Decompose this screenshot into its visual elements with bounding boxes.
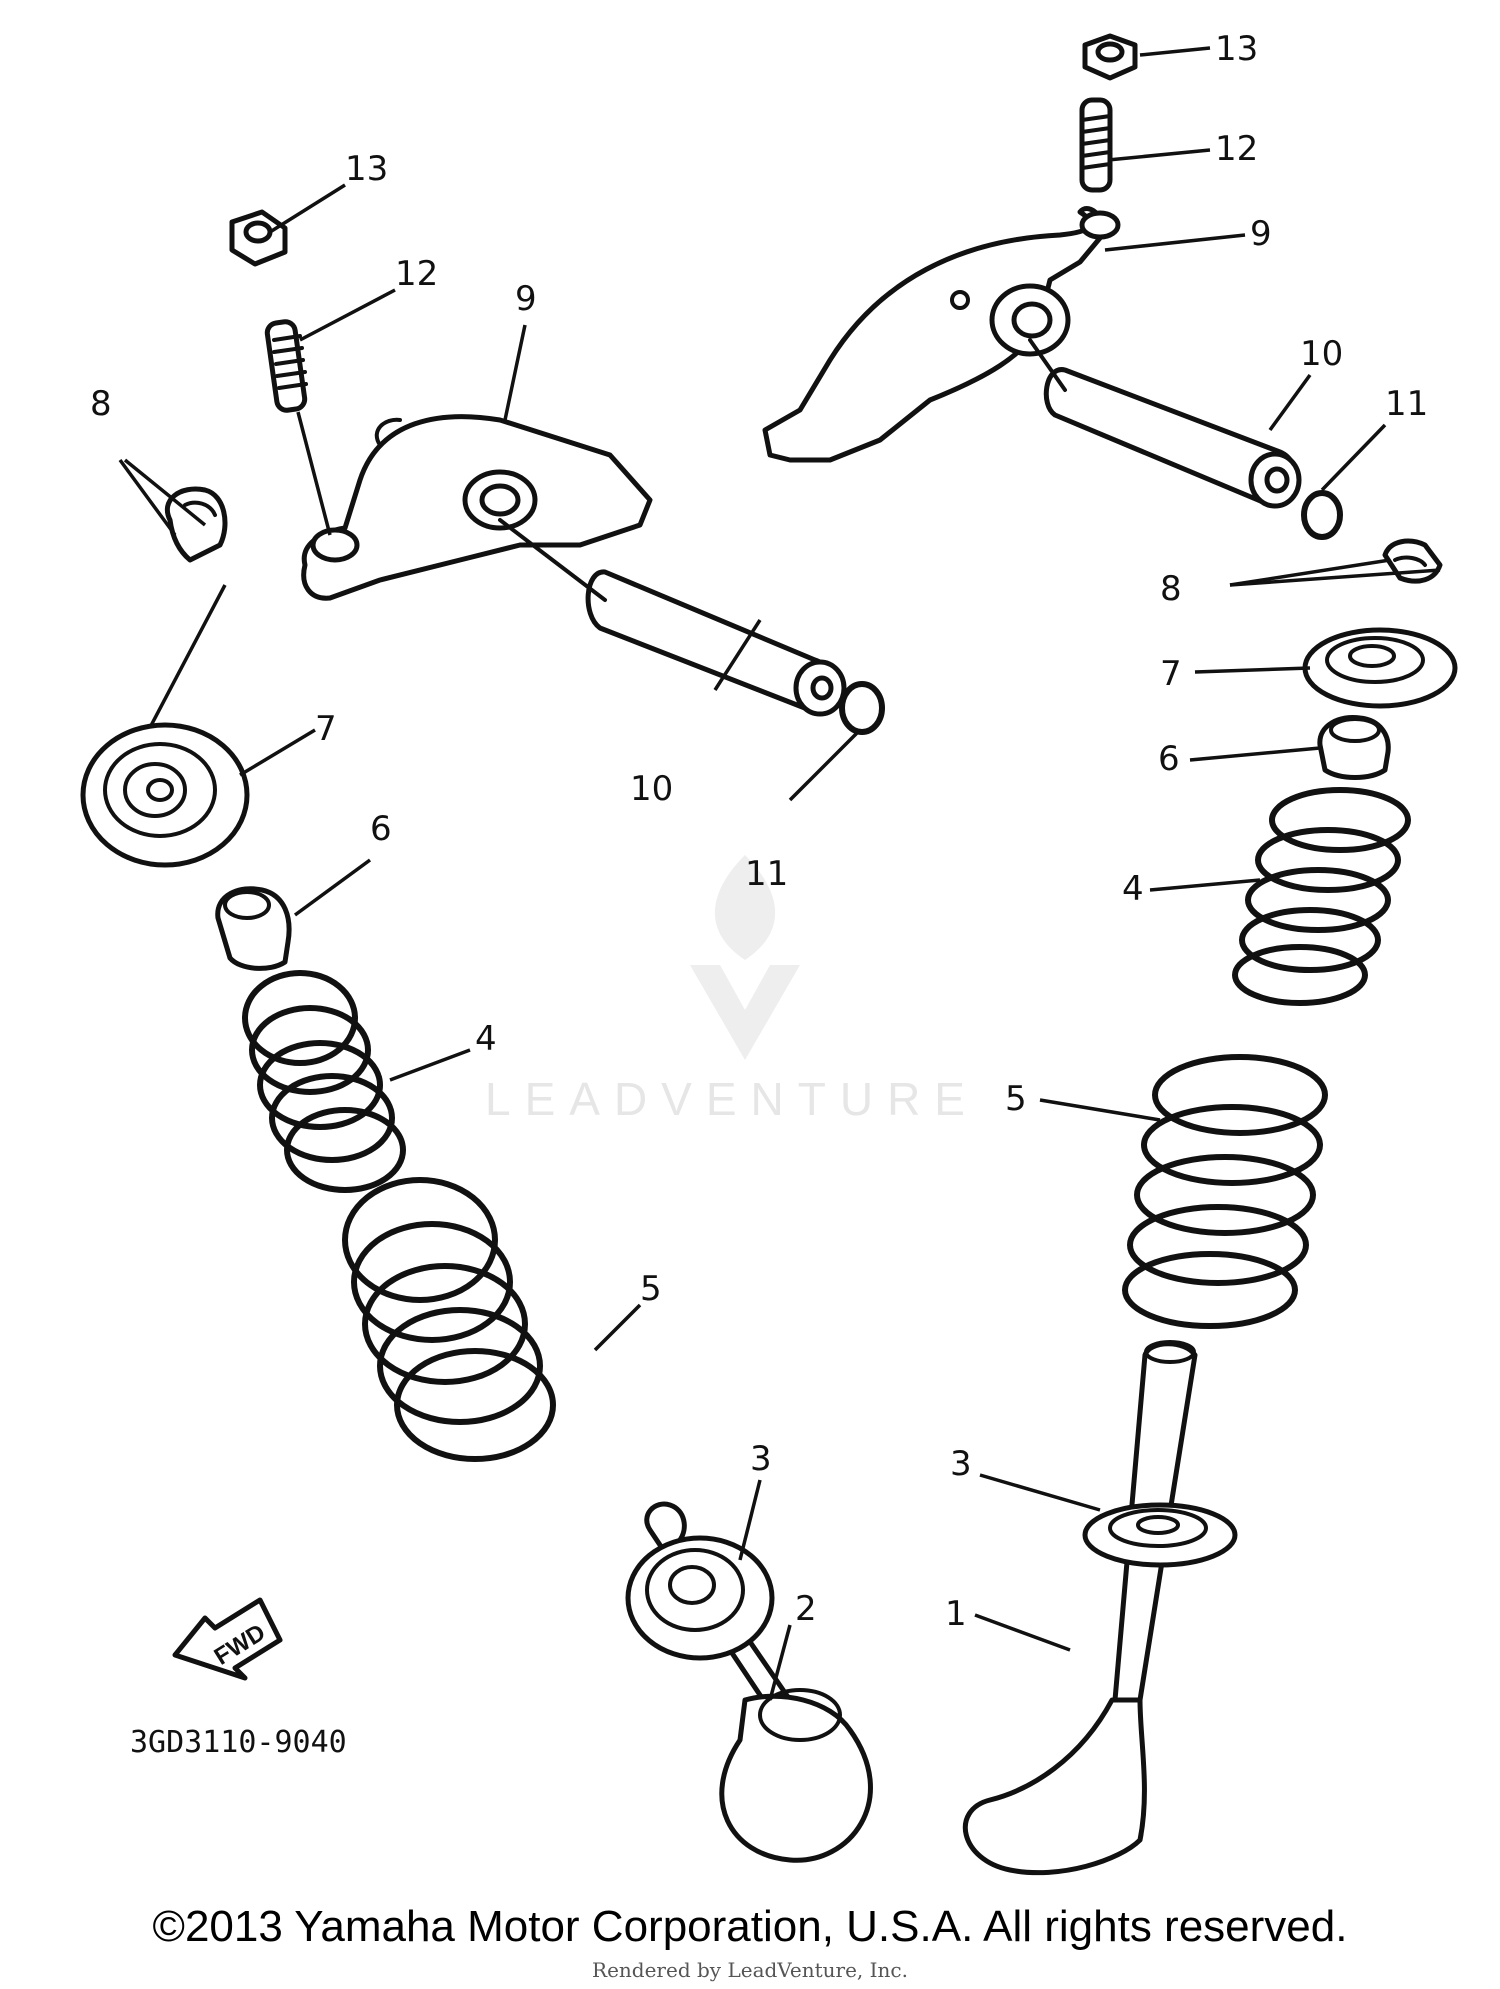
callout-9-right: 9	[1250, 214, 1272, 254]
right-spring-retainer	[1302, 627, 1458, 709]
right-rocker-shaft	[1043, 367, 1302, 509]
right-inner-spring	[1232, 787, 1411, 1006]
watermark-text: LEADVENTURE	[485, 1073, 979, 1125]
left-valve-spring-seat	[625, 1535, 775, 1661]
leadventure-watermark: LEADVENTURE	[485, 855, 979, 1125]
right-shaft-centerline	[1028, 338, 1067, 392]
right-rocker-arm	[762, 206, 1121, 463]
callout-6-right: 6	[1158, 739, 1180, 779]
callout-4-left: 4	[475, 1019, 497, 1059]
callout-4-right: 4	[1122, 869, 1144, 909]
diagram-code: 3GD3110-9040	[130, 1725, 347, 1760]
callout-7-left: 7	[315, 709, 337, 749]
callout-11-left: 11	[745, 854, 788, 894]
right-adjusting-screw	[1079, 97, 1113, 193]
right-valve-cotters	[1382, 538, 1443, 584]
left-spring-retainer	[80, 722, 250, 868]
callout-1: 1	[945, 1594, 967, 1634]
left-lock-nut	[229, 209, 288, 267]
right-valve-spring-seat	[1082, 1502, 1238, 1568]
left-rocker-shaft	[585, 569, 847, 717]
left-shaft-centerline	[498, 518, 607, 602]
callout-8-right: 8	[1160, 569, 1182, 609]
right-valve-stem-seal	[1317, 714, 1391, 780]
callout-10-left: 10	[630, 769, 673, 809]
left-screw-axis	[296, 411, 332, 536]
rendered-by-notice: Rendered by LeadVenture, Inc.	[592, 1958, 908, 1982]
callout-12-right: 12	[1215, 129, 1258, 169]
callout-2: 2	[795, 1589, 817, 1629]
callout-13-right: 13	[1215, 29, 1258, 69]
left-adjusting-screw	[264, 319, 308, 413]
callout-9-left: 9	[515, 279, 537, 319]
callout-7-right: 7	[1160, 654, 1182, 694]
right-outer-spring	[1122, 1054, 1328, 1329]
callout-5-right: 5	[1005, 1079, 1027, 1119]
right-exhaust-valve	[962, 1340, 1198, 1876]
fwd-arrow-icon: FWD	[172, 1597, 283, 1681]
left-o-ring	[839, 681, 885, 735]
callout-11-right: 11	[1385, 384, 1428, 424]
callout-12-left: 12	[395, 254, 438, 294]
callout-3-left: 3	[750, 1439, 772, 1479]
callout-3-right: 3	[950, 1444, 972, 1484]
callout-8-left: 8	[90, 384, 112, 424]
callout-leaders	[118, 46, 1441, 1701]
callout-13-left: 13	[345, 149, 388, 189]
left-outer-spring	[342, 1177, 556, 1462]
callout-6-left: 6	[370, 809, 392, 849]
left-inner-spring	[242, 970, 406, 1193]
callout-labels: 13 12 9 10 11 8 7 6 4 5 3 1 2 3 5 4 6 7 …	[90, 29, 1428, 1634]
right-o-ring	[1301, 490, 1343, 540]
left-valve-stem-seal	[215, 886, 292, 971]
callout-5-left: 5	[640, 1269, 662, 1309]
left-rocker-arm	[301, 414, 653, 601]
right-lock-nut	[1082, 33, 1138, 81]
copyright-notice: ©2013 Yamaha Motor Corporation, U.S.A. A…	[152, 1902, 1348, 1951]
callout-10-right: 10	[1300, 334, 1343, 374]
